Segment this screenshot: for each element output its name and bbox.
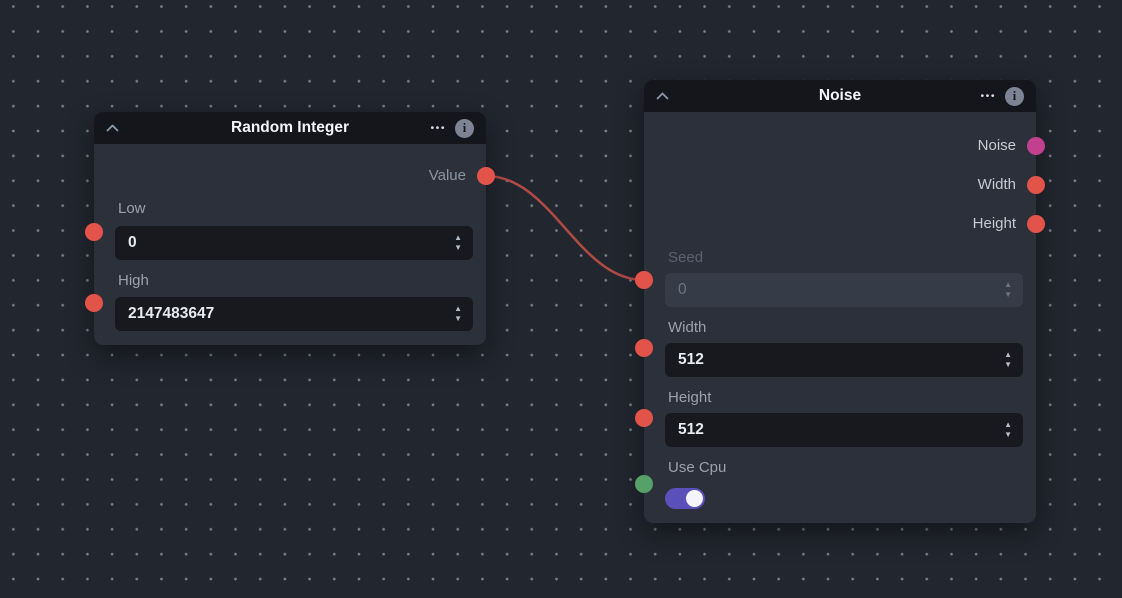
stepper-up-icon[interactable]: ▲ [454,304,462,313]
field-label-low: Low [118,200,146,217]
high-stepper[interactable]: ▲ ▼ [454,305,462,323]
port-high-input[interactable] [85,294,103,312]
more-menu-icon[interactable]: ••• [980,89,996,102]
more-menu-icon[interactable]: ••• [430,121,446,134]
width-stepper[interactable]: ▲ ▼ [1004,351,1012,369]
port-width-input[interactable] [635,339,653,357]
stepper-down-icon[interactable]: ▼ [454,243,462,252]
stepper-down-icon[interactable]: ▼ [1004,360,1012,369]
node-body: Noise Width Height Seed ▲ ▼ Width ▲ [644,136,1036,523]
height-input-field[interactable] [665,413,1023,447]
stepper-down-icon: ▼ [1004,290,1012,299]
stepper-down-icon[interactable]: ▼ [1004,430,1012,439]
node-title: Random Integer [231,119,349,136]
field-label-height: Height [668,389,712,406]
port-value-output[interactable] [477,167,495,185]
port-low-input[interactable] [85,223,103,241]
field-label-use-cpu: Use Cpu [668,459,727,476]
stepper-down-icon[interactable]: ▼ [454,314,462,323]
high-input-field[interactable] [115,297,473,331]
port-height-output[interactable] [1027,215,1045,233]
node-title: Noise [818,87,862,104]
output-label-value: Value [428,167,466,184]
output-row-height: Height [665,214,1023,234]
use-cpu-toggle[interactable] [665,488,705,509]
info-icon[interactable]: i [455,118,474,138]
info-icon[interactable]: i [1005,86,1024,106]
output-row-width: Width [665,175,1023,195]
stepper-up-icon: ▲ [1004,280,1012,289]
port-width-output[interactable] [1027,176,1045,194]
output-label-noise: Noise [977,137,1016,154]
node-random-integer[interactable]: Random Integer ••• i Value Low ▲ ▼ High … [85,112,495,345]
width-input[interactable]: ▲ ▼ [665,343,1023,377]
low-input[interactable]: ▲ ▼ [115,226,473,260]
node-header[interactable]: Random Integer ••• i [94,112,486,144]
node-body: Value Low ▲ ▼ High ▲ ▼ [94,166,486,345]
node-header[interactable]: Noise ••• i [644,80,1036,112]
stepper-up-icon[interactable]: ▲ [1004,420,1012,429]
port-use-cpu-input[interactable] [635,475,653,493]
height-input[interactable]: ▲ ▼ [665,413,1023,447]
connection-wire[interactable] [484,174,646,282]
field-label-width: Width [668,319,707,336]
output-label-width: Width [977,176,1016,193]
output-row-noise: Noise [665,136,1023,156]
high-input[interactable]: ▲ ▼ [115,297,473,331]
seed-input: ▲ ▼ [665,273,1023,307]
collapse-chevron-icon[interactable] [656,92,669,100]
low-stepper[interactable]: ▲ ▼ [454,234,462,252]
collapse-chevron-icon[interactable] [106,124,119,132]
node-noise[interactable]: Noise ••• i Noise Width Height Seed ▲ ▼ [635,80,1045,523]
toggle-knob [686,490,703,507]
port-seed-input[interactable] [635,271,653,289]
field-label-high: High [118,272,149,289]
stepper-up-icon[interactable]: ▲ [454,233,462,242]
height-stepper[interactable]: ▲ ▼ [1004,421,1012,439]
stepper-up-icon[interactable]: ▲ [1004,350,1012,359]
port-height-input[interactable] [635,409,653,427]
output-row-value: Value [115,166,473,186]
seed-input-field [665,273,1023,307]
output-label-height: Height [972,215,1016,232]
seed-stepper: ▲ ▼ [1004,281,1012,299]
port-noise-output[interactable] [1027,137,1045,155]
low-input-field[interactable] [115,226,473,260]
width-input-field[interactable] [665,343,1023,377]
field-label-seed: Seed [668,249,704,266]
